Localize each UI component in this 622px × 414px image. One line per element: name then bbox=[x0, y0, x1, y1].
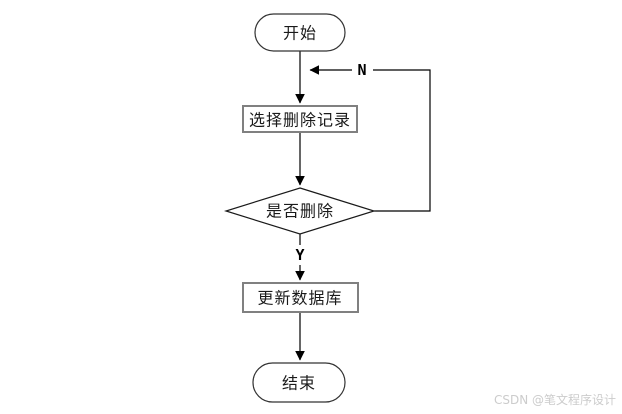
start-terminator-shape bbox=[254, 13, 346, 52]
decision-diamond-shape bbox=[223, 187, 377, 235]
process-update-db-shape bbox=[242, 282, 359, 313]
end-terminator-shape bbox=[252, 362, 346, 403]
process-select-record-label: 选择删除记录 bbox=[249, 111, 351, 130]
edge-decision-loop-back bbox=[309, 65, 431, 212]
n-label-backing bbox=[352, 59, 373, 80]
process-update-db-label: 更新数据库 bbox=[257, 289, 342, 308]
csdn-watermark: CSDN @笔文程序设计 bbox=[493, 393, 616, 407]
y-label-backing bbox=[291, 245, 309, 265]
process-select-record-shape bbox=[242, 105, 358, 133]
edge-label-yes: Y bbox=[295, 246, 304, 264]
start-terminator-label: 开始 bbox=[283, 24, 317, 43]
end-terminator-label: 结束 bbox=[282, 374, 316, 393]
decision-diamond-label: 是否删除 bbox=[266, 202, 334, 221]
edge-label-no: N bbox=[357, 61, 366, 79]
